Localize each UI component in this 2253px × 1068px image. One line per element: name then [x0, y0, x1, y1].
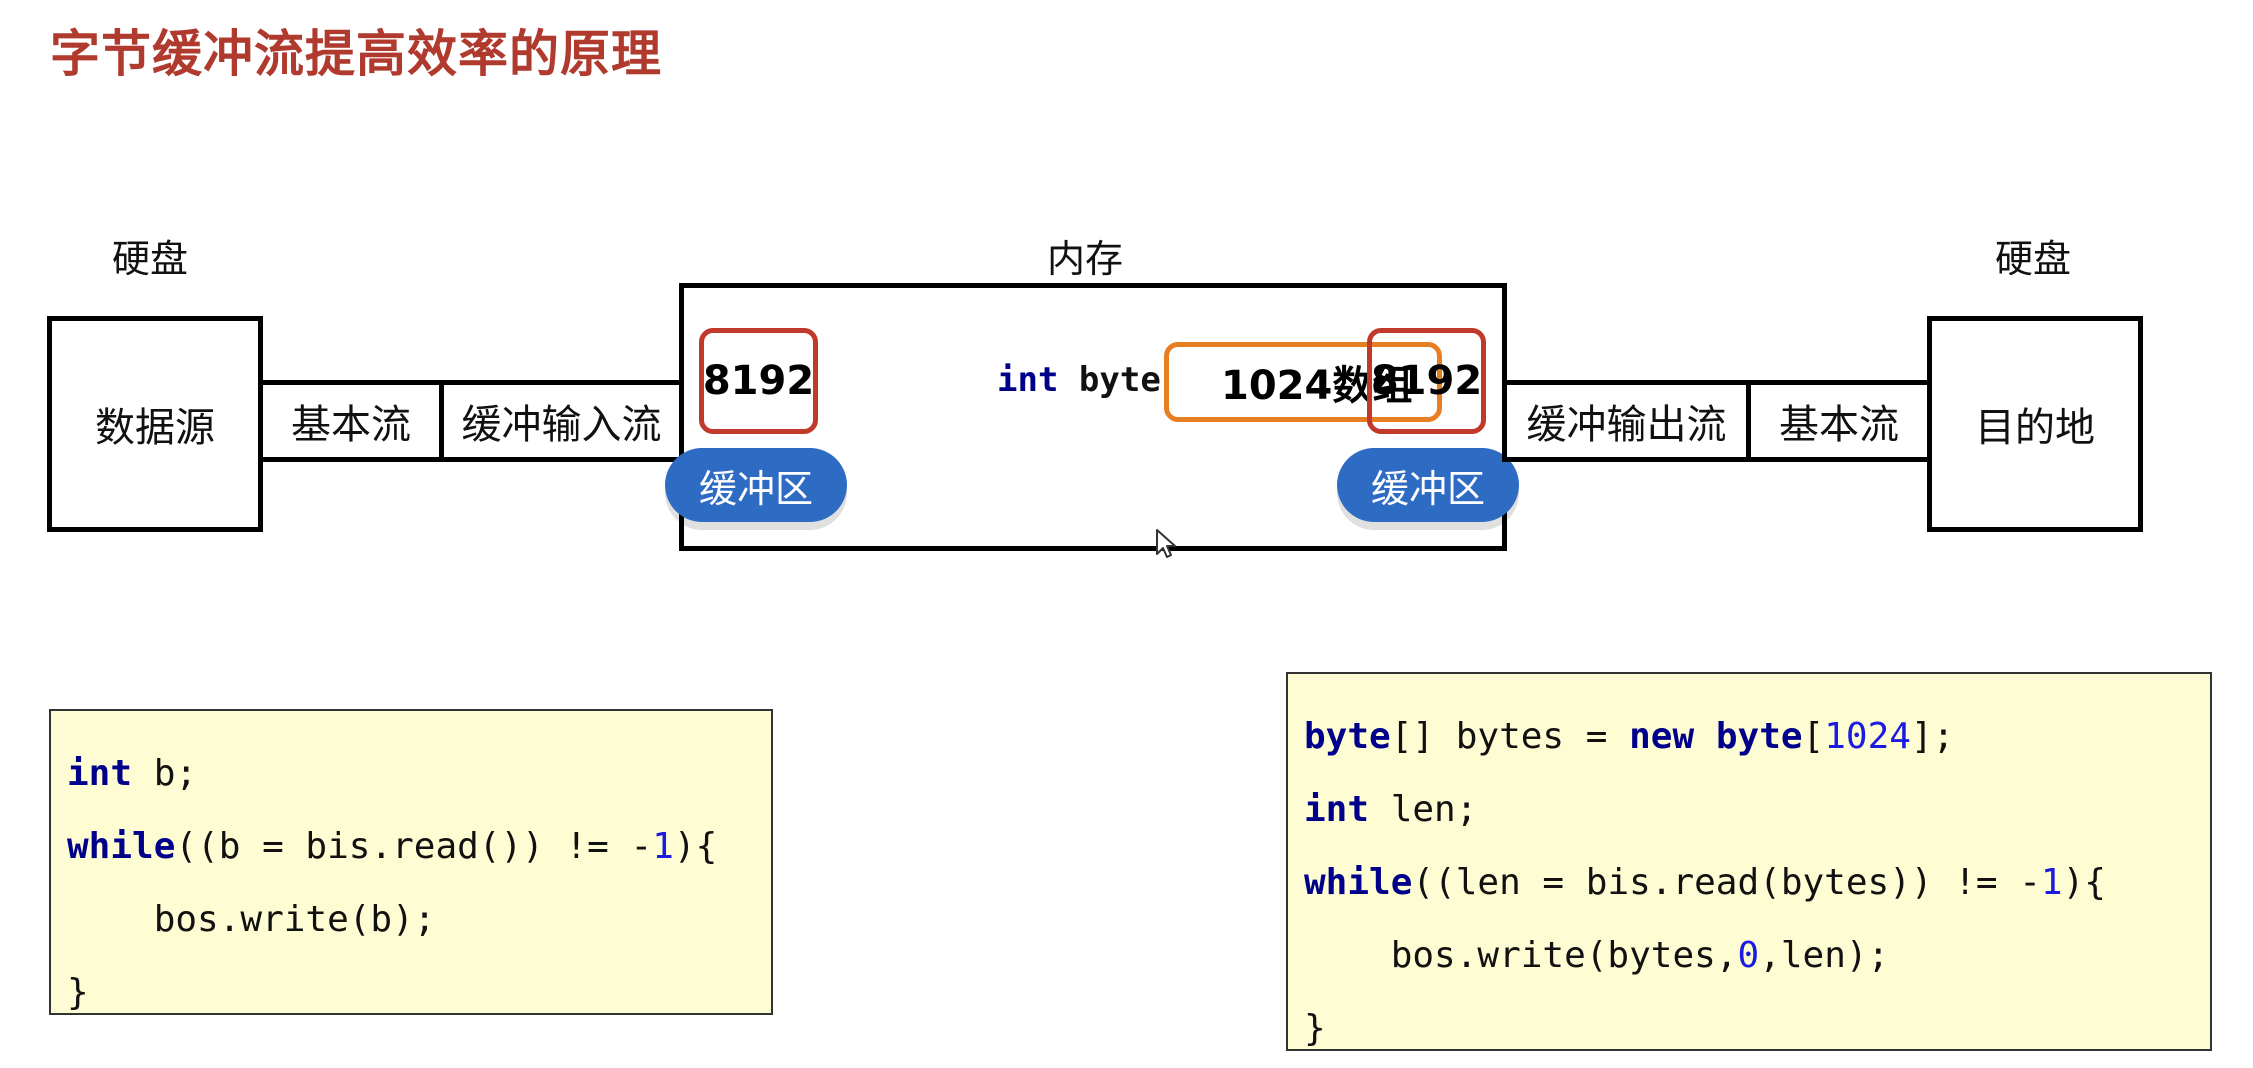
output-buffer-size: 8192 [1370, 358, 1483, 404]
basic-stream-left-text: 基本流 [291, 402, 411, 448]
int-byte-variable: int byte [997, 360, 1161, 400]
page-title: 字节缓冲流提高效率的原理 [50, 25, 662, 83]
code-line: byte[] bytes = new byte[1024]; [1304, 716, 1955, 757]
int-keyword: int [997, 360, 1059, 400]
code-line: while((len = bis.read(bytes)) != -1){ [1304, 862, 2106, 903]
code-line: } [67, 972, 89, 1013]
destination-text: 目的地 [1975, 405, 2095, 451]
input-buffer-size: 8192 [702, 358, 815, 404]
memory-label: 内存 [1047, 237, 1124, 281]
buffered-input-stream-text: 缓冲输入流 [461, 402, 662, 448]
code-line: int b; [67, 753, 198, 794]
code-block-single-byte: int b; while((b = bis.read()) != -1){ bo… [49, 709, 773, 1015]
data-source-text: 数据源 [95, 405, 215, 451]
buffered-output-stream-box: 缓冲输出流 [1502, 380, 1751, 462]
output-buffer-label: 缓冲区 [1337, 448, 1519, 522]
buffered-input-stream-box: 缓冲输入流 [439, 380, 684, 462]
output-buffer-box: 8192 [1367, 328, 1486, 434]
disk-left-label: 硬盘 [112, 237, 189, 281]
byte-text: byte [1078, 360, 1161, 400]
code-line: bos.write(b); [67, 899, 436, 940]
basic-stream-left-box: 基本流 [258, 380, 444, 462]
code-block-byte-array: byte[] bytes = new byte[1024]; int len; … [1286, 672, 2212, 1051]
code-line: while((b = bis.read()) != -1){ [67, 826, 718, 867]
basic-stream-right-text: 基本流 [1779, 402, 1899, 448]
byte-array-text: 1024数组 [1221, 363, 1413, 409]
code-line: int len; [1304, 789, 1478, 830]
input-buffer-box: 8192 [699, 328, 818, 434]
code-line: bos.write(bytes,0,len); [1304, 935, 1890, 976]
basic-stream-right-box: 基本流 [1746, 380, 1932, 462]
input-buffer-label-text: 缓冲区 [698, 466, 813, 511]
mouse-cursor-icon [1155, 528, 1177, 564]
destination-box: 目的地 [1927, 316, 2143, 532]
data-source-box: 数据源 [47, 316, 263, 532]
code-line: } [1304, 1008, 1326, 1049]
buffered-output-stream-text: 缓冲输出流 [1526, 402, 1727, 448]
byte-array-box: 1024数组 [1164, 342, 1442, 422]
disk-right-label: 硬盘 [1995, 237, 2072, 281]
input-buffer-label: 缓冲区 [665, 448, 847, 522]
output-buffer-label-text: 缓冲区 [1370, 466, 1485, 511]
